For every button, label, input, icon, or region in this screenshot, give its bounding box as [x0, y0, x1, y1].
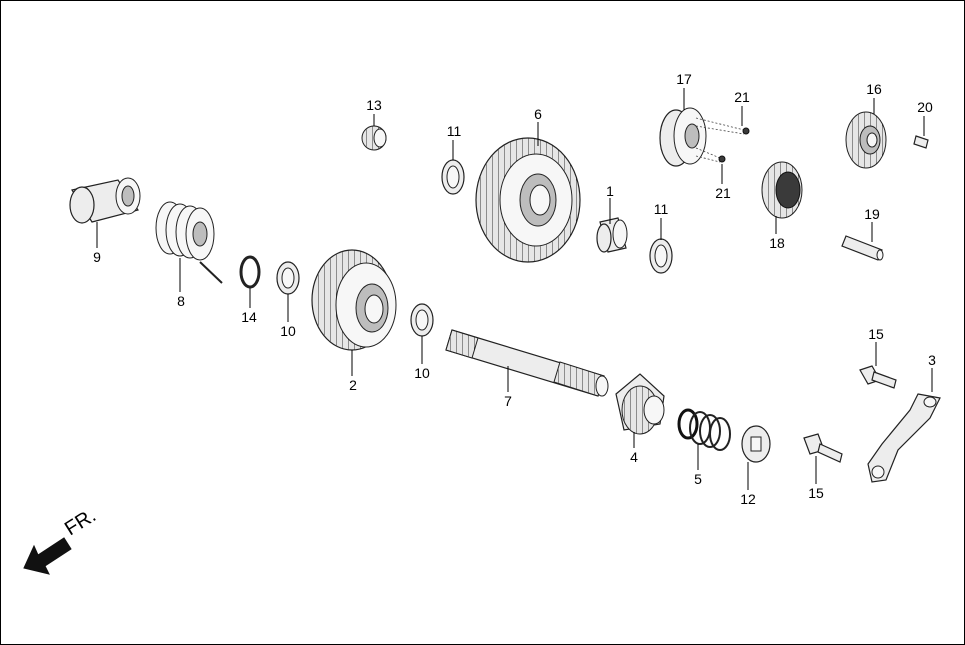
callout-14: 14	[241, 309, 257, 325]
callout-3: 3	[928, 352, 936, 368]
part-5-spring	[677, 408, 731, 451]
callout-7: 7	[504, 393, 512, 409]
callout-11-top: 11	[447, 123, 462, 139]
callout-12: 12	[740, 491, 756, 507]
part-16-gear	[845, 111, 887, 169]
part-7-shaft	[445, 329, 609, 397]
callout-labels: 9 8 14 10 2 10 7 13 11 6 1 11 17 21 21 1…	[93, 71, 936, 507]
part-21-screw-bottom	[718, 155, 726, 163]
part-19-pin	[841, 235, 884, 261]
callout-16: 16	[866, 81, 882, 97]
part-4-ratchet	[615, 373, 665, 435]
callout-9: 9	[93, 249, 101, 265]
part-11-washer-right	[649, 238, 673, 274]
part-6-large-gear	[475, 137, 581, 263]
callout-8: 8	[177, 293, 185, 309]
callout-13: 13	[366, 97, 382, 113]
part-12-plate-washer	[741, 425, 771, 463]
part-15-bolt-upper	[859, 365, 897, 389]
part-13-needle-bearing	[361, 125, 387, 151]
front-arrow-icon	[23, 537, 72, 575]
front-direction-indicator: FR.	[23, 505, 100, 575]
part-20-pin	[913, 135, 929, 149]
part-8-spring	[155, 201, 223, 284]
leader-lines	[96, 88, 933, 490]
callout-1: 1	[606, 183, 614, 199]
callout-21-bottom: 21	[715, 185, 731, 201]
part-10-washer-left	[276, 261, 300, 295]
callout-4: 4	[630, 449, 638, 465]
callout-6: 6	[534, 106, 542, 122]
callout-5: 5	[694, 471, 702, 487]
part-21-screw-top	[742, 127, 750, 135]
callout-17: 17	[676, 71, 692, 87]
part-10-washer-right	[410, 303, 434, 337]
callout-2: 2	[349, 377, 357, 393]
callout-10-left: 10	[280, 323, 296, 339]
callout-10-right: 10	[414, 365, 430, 381]
callout-20: 20	[917, 99, 933, 115]
callout-21-top: 21	[734, 89, 750, 105]
part-1-bushing	[596, 217, 628, 253]
callout-19: 19	[864, 206, 880, 222]
part-18-gear	[761, 161, 803, 219]
part-14-circlip	[239, 255, 261, 289]
part-3-arm	[867, 393, 941, 483]
front-label: FR.	[61, 505, 100, 541]
part-9-sleeve	[69, 177, 141, 224]
callout-11-right: 11	[654, 201, 669, 217]
part-2-gear	[311, 249, 397, 351]
part-15-bolt-lower	[803, 433, 843, 463]
callout-15-lower: 15	[808, 485, 824, 501]
part-17-plate	[659, 107, 745, 167]
callout-15-upper: 15	[868, 326, 884, 342]
callout-18: 18	[769, 235, 785, 251]
part-11-washer-top	[441, 159, 465, 195]
